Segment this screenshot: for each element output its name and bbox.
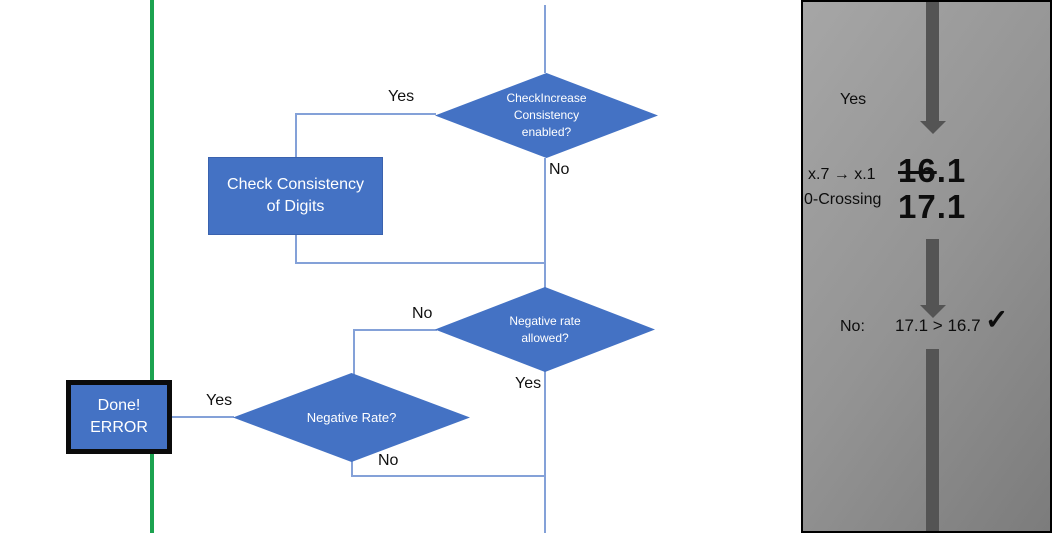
process-text-line: of Digits	[266, 198, 325, 215]
connector-negrate-return	[351, 475, 546, 477]
connector-into-process	[295, 113, 297, 158]
branch-label-yes-mid: Yes	[515, 375, 542, 392]
panel-result-prefix: No:	[840, 318, 865, 335]
panel-yes-label: Yes	[840, 91, 867, 108]
decision-text-line: Negative Rate?	[306, 410, 397, 425]
decision-text-line: CheckIncrease	[506, 91, 587, 105]
connector-process-down	[295, 235, 297, 264]
terminator-text-line: ERROR	[90, 419, 148, 436]
connector-top-in	[544, 5, 546, 73]
panel-new-value: 17.1	[898, 188, 967, 225]
branch-label-no-top: No	[549, 161, 570, 178]
decision-checkincrease-consistency: CheckIncrease Consistency enabled?	[435, 73, 658, 158]
decision-negative-rate: Negative Rate?	[233, 373, 470, 462]
decision-text-line: Negative rate	[509, 313, 581, 328]
connector-yes-left	[295, 113, 436, 115]
connector-yes-done	[171, 416, 234, 418]
connector-negrate-down	[351, 461, 353, 477]
panel-old-value: 16.1	[898, 152, 966, 190]
down-arrow-icon	[926, 2, 939, 121]
terminator-done-error: Done! ERROR	[66, 380, 172, 454]
down-arrow-head-icon	[920, 121, 946, 134]
connector-process-return	[295, 262, 546, 264]
panel-old-value-struck: 16	[898, 152, 937, 189]
branch-label-yes-top: Yes	[388, 88, 415, 105]
branch-label-yes-done: Yes	[206, 392, 233, 409]
annotation-panel: Yes x.7 → x.1 0-Crossing 16.1 17.1 No: 1…	[801, 0, 1052, 533]
decision-negative-rate-allowed: Negative rate allowed?	[435, 287, 655, 372]
process-text-line: Check Consistency	[227, 176, 364, 193]
decision-text-line: allowed?	[521, 330, 569, 345]
down-arrow-shaft-icon	[926, 349, 939, 531]
branch-label-no-bottom: No	[378, 452, 399, 469]
connector-no-left	[353, 329, 437, 331]
down-arrow-head-icon	[920, 305, 946, 318]
down-arrow-icon	[926, 239, 939, 305]
decision-text-line: enabled?	[521, 125, 572, 139]
connector-no-down	[544, 158, 546, 288]
connector-into-negrate	[353, 329, 355, 375]
checkmark-icon: ✓	[985, 304, 1009, 335]
green-guide-line	[150, 0, 154, 533]
branch-label-no-mid: No	[412, 305, 433, 322]
process-check-consistency-of-digits: Check Consistency of Digits	[208, 157, 383, 235]
terminator-text-line: Done!	[97, 397, 141, 414]
connector-yes-down	[544, 371, 546, 533]
panel-old-value-rest: .1	[936, 152, 967, 189]
panel-rule-line2: 0-Crossing	[804, 191, 882, 208]
decision-text-line: Consistency	[513, 108, 580, 122]
panel-rule-line1: x.7 → x.1	[808, 166, 876, 183]
panel-comparison: 17.1 > 16.7	[895, 316, 981, 335]
